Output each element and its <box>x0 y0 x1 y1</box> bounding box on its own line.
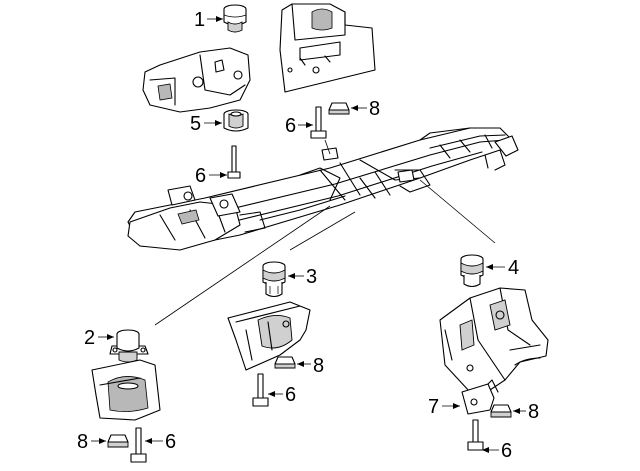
callout-number: 4 <box>508 257 519 279</box>
callout-labels: 1 5 6 6 8 3 4 2 <box>77 9 539 462</box>
callout-number: 6 <box>285 115 296 137</box>
frame-bracket-right <box>439 287 549 393</box>
callout-5: 5 <box>190 113 222 135</box>
callout-number: 1 <box>194 9 205 31</box>
leader-line-frame-to-bolt-6a <box>324 139 331 155</box>
nut-8-top-right <box>328 102 350 115</box>
bolt-6-lower-right <box>467 419 484 451</box>
callout-number: 6 <box>195 165 206 187</box>
callout-number: 2 <box>84 327 95 349</box>
callout-6-center: 6 <box>268 384 296 406</box>
callout-8-lower-left: 8 <box>77 431 106 453</box>
callout-2: 2 <box>84 327 114 349</box>
callout-3: 3 <box>288 266 317 288</box>
callout-6-center-left: 6 <box>195 165 227 187</box>
bolt-6-lower-left <box>130 427 147 463</box>
callout-8-lower-right: 8 <box>513 401 539 423</box>
callout-number: 5 <box>190 113 201 135</box>
nut-8-lower-right <box>490 404 512 418</box>
callout-number: 7 <box>428 396 439 418</box>
callout-6-lower-left: 6 <box>145 431 176 453</box>
callout-number: 6 <box>165 431 176 453</box>
callout-number: 8 <box>313 355 324 377</box>
callout-1: 1 <box>194 9 223 31</box>
body-mount-bracket-front <box>142 47 251 113</box>
bolt-6-center <box>252 373 269 407</box>
leader-line-frame-to-part-3 <box>289 211 356 251</box>
part-4-body-mount <box>460 254 484 288</box>
mount-bracket-center <box>227 301 311 371</box>
callout-7: 7 <box>428 396 460 418</box>
callout-6-lower-right: 6 <box>482 440 512 462</box>
vehicle-frame <box>127 127 519 251</box>
callout-number: 8 <box>528 401 539 423</box>
callout-8-center: 8 <box>297 355 324 377</box>
part-2-body-mount <box>109 329 149 363</box>
callout-number: 3 <box>306 266 317 288</box>
part-5-cushion <box>223 109 249 132</box>
part-7-bracket <box>461 379 499 415</box>
part-1-body-mount-insulator <box>223 4 247 33</box>
callout-4: 4 <box>486 257 519 279</box>
body-panel-top-right <box>279 3 376 93</box>
bolt-6-top-right <box>310 106 327 139</box>
bolt-6-center-left <box>227 145 241 179</box>
callout-number: 6 <box>285 384 296 406</box>
part-3-body-mount <box>262 261 286 298</box>
callout-6-top-right: 6 <box>285 115 313 137</box>
callout-number: 6 <box>501 440 512 462</box>
leader-line-frame-to-part-2 <box>154 205 331 326</box>
leader-line-frame-to-part-4 <box>419 179 496 244</box>
mount-bracket-left <box>91 359 161 421</box>
nut-8-center <box>274 356 296 369</box>
callout-number: 8 <box>77 431 88 453</box>
nut-8-lower-left <box>107 434 129 448</box>
callout-number: 8 <box>369 98 380 120</box>
callout-8-top-right: 8 <box>351 98 380 120</box>
